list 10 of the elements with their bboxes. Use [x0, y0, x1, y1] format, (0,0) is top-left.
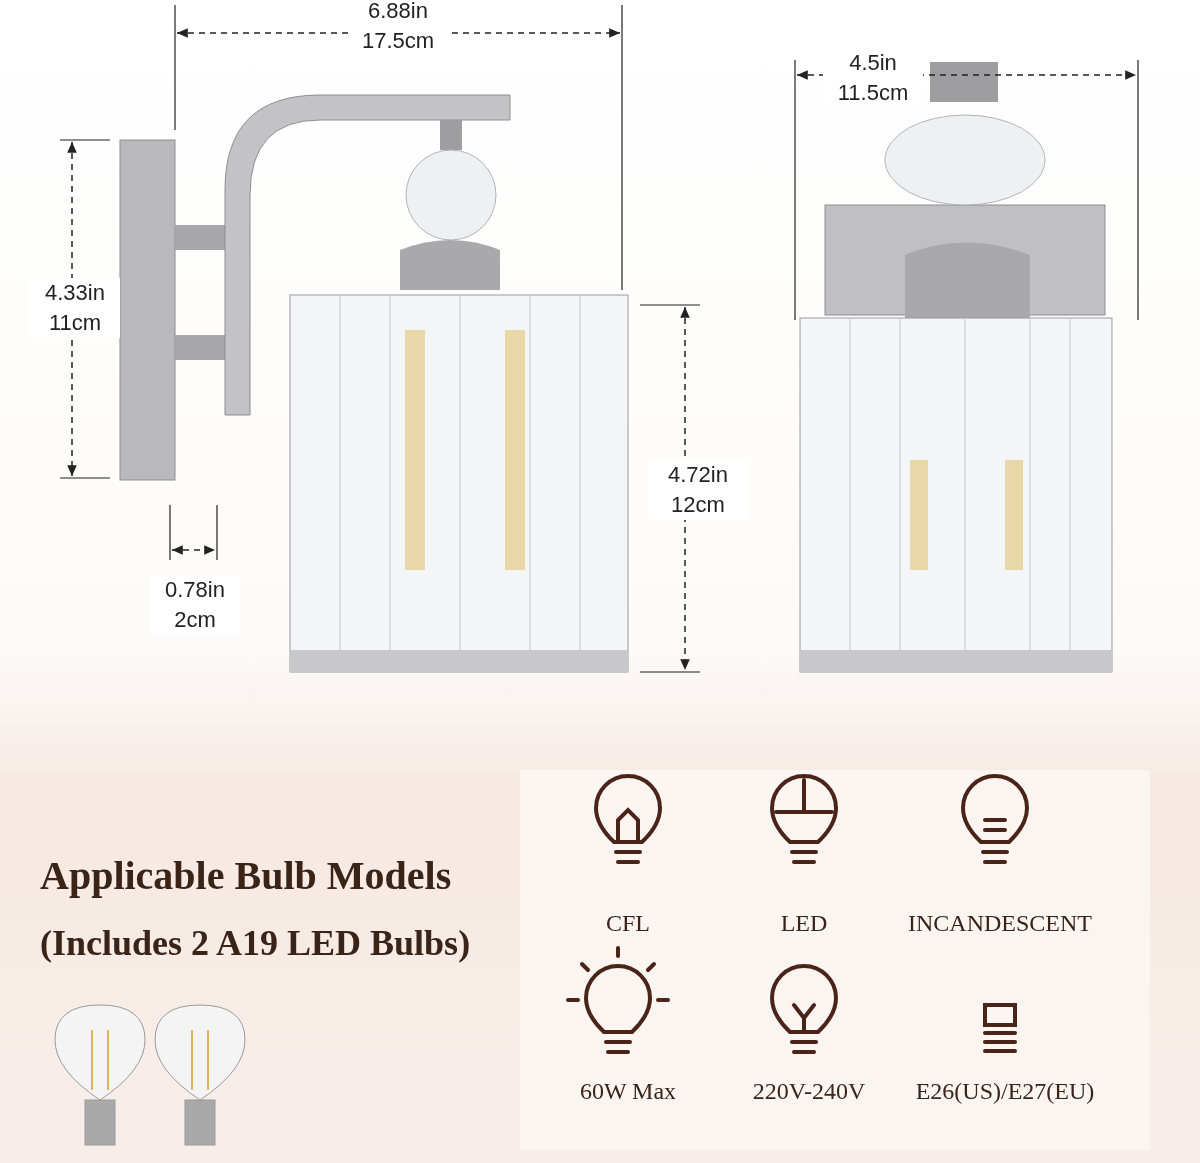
dimension-value: 0.78in 2cm — [150, 575, 240, 635]
voltage-caption: 220V-240V — [751, 1078, 867, 1105]
base-type-caption: E26(US)/E27(EU) — [914, 1078, 1096, 1105]
bulb-type-caption: LED — [779, 910, 829, 937]
wattage-caption: 60W Max — [578, 1078, 678, 1105]
dimension-value: 4.72in 12cm — [648, 460, 748, 520]
bulb-type-caption: INCANDESCENT — [907, 910, 1093, 937]
subheading: (Includes 2 A19 LED Bulbs) — [40, 922, 472, 964]
bulb-type-caption: CFL — [605, 910, 651, 937]
heading: Applicable Bulb Models — [40, 852, 453, 899]
